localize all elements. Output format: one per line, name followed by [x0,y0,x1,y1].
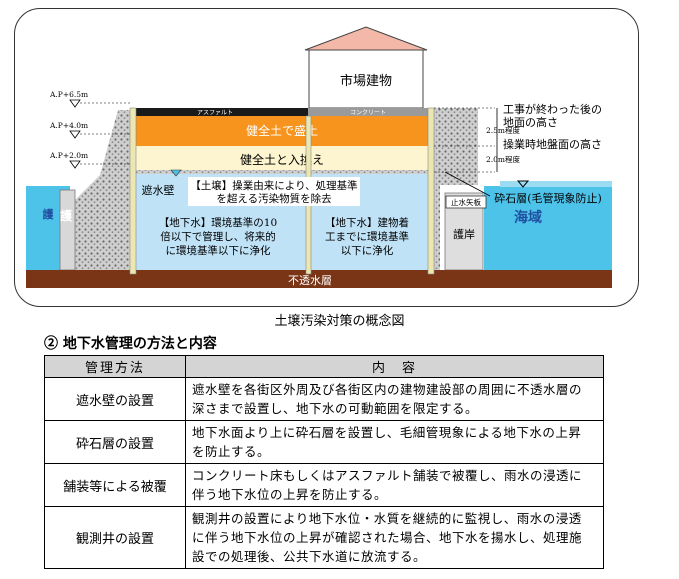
revetment-left-text: 護 [43,207,55,221]
gw-right-line-1: 【地下水】建物着 [325,216,409,229]
table-row: 遮水壁の設置 遮水壁を各街区外周及び各街区内の建物建設部の周囲に不透水層の 深さ… [44,377,604,421]
diagram-caption: 土壌汚染対策の概念図 [274,314,405,329]
management-table: 管理方法 内 容 遮水壁の設置 遮水壁を各街区外周及び各街区内の建物建設部の周囲… [44,355,604,569]
gw-left-line-3: に環境基準以下に浄化 [166,244,271,257]
sheet-pile-box [445,195,487,209]
method-cell: 遮水壁の設置 [44,377,186,421]
gravel-thin-layer [136,170,428,174]
gravel-layer-leader [444,171,491,197]
gw-left-line-2: 倍以下で管理し、将来的 [160,230,276,243]
sheet-pile-label: 止水矢板 [451,197,481,207]
asphalt-pavement [136,108,308,116]
content-line: 設での処理後、公共下水道に放流する。 [192,549,427,564]
groundwater-marker [170,169,182,177]
soil-note-line-2: を超える汚染物質を除去 [216,192,331,205]
header-method: 管理方法 [44,355,186,378]
gw-left-line-1: 【地下水】環境基準の10 [159,216,277,229]
content-line: を防止する。 [192,444,271,459]
sea-right [484,186,612,270]
content-cell: 地下水面より上に砕石層を設置し、毛細管現象による地下水の上昇 を防止する。 [185,420,604,464]
sea-level-marker [516,180,530,188]
sea-right-surface [500,181,612,187]
replaced-soil-layer [136,146,428,172]
ground-op-label: 操業時地盤面の高さ [503,137,602,151]
method-cell: 舗装等による被覆 [44,463,186,507]
sea-label: 海域 [514,209,542,226]
content-line: コンクリート床もしくはアスファルト舗装で被覆し、雨水の浸透に [192,468,583,483]
dim-20-label: 2.0m程度 [486,154,521,164]
gw-right-line-2: 工までに環境基準 [325,230,409,243]
impermeable-label: 不透水層 [288,274,332,287]
ap40-label: A.P+4.0m [49,121,88,130]
method-cell: 観測井の設置 [44,506,186,569]
content-line: 地下水面より上に砕石層を設置し、毛細管現象による地下水の上昇 [192,425,582,440]
ground-after-line-2: 地面の高さ [503,115,558,129]
ap20-label: A.P+2.0m [49,151,88,160]
healthy-fill-label: 健全土で盛土 [246,123,318,138]
table-header-row: 管理方法 内 容 [44,355,604,378]
building-label: 市場建物 [340,73,392,89]
content-cell: 遮水壁を各街区外周及び各街区内の建物建設部の周囲に不透水層の 深さまで設置し、地… [185,377,604,421]
healthy-replace-label: 健全土と入換え [240,152,324,167]
concrete-floor [308,108,428,116]
concrete-label: コンクリート [350,110,386,117]
building-roof [304,26,428,51]
ap65-label: A.P+6.5m [49,90,88,99]
ap20-marker [69,160,81,169]
fill-soil-layer [136,116,428,146]
soil-note-line-1: 【土壌】操業由来により、処理基準 [190,179,357,192]
table-row: 舗装等による被覆 コンクリート床もしくはアスファルト舗装で被覆し、雨水の浸透に … [44,463,604,507]
revetment-left [59,189,76,271]
method-cell: 砕石層の設置 [44,420,186,464]
waterproof-wall-label: 遮水壁 [142,183,175,197]
content-line: 遮水壁を各街区外周及び各街区内の建物建設部の周囲に不透水層の [192,382,583,397]
asphalt-label: アスファルト [197,110,233,117]
content-line: 伴う地下水位の上昇を防止する。 [192,487,388,502]
gw-right-line-3: 以下に浄化 [341,244,394,257]
ap40-marker [69,130,81,139]
impermeable-layer [26,270,612,288]
gravel-layer-label: 砕石層(毛管現象防止) [494,191,602,205]
waterproof-wall-left [129,107,137,275]
soil-note-box [188,177,360,206]
content-line: 観測井の設置により地下水位・水質を継続的に監視し、雨水の浸透 [192,511,582,526]
table-row: 砕石層の設置 地下水面より上に砕石層を設置し、毛細管現象による地下水の上昇 を防… [44,420,604,464]
content-line: 深さまで設置し、地下水の可動範囲を限定する。 [192,401,479,416]
dim-25-label: 2.5m程度 [486,125,521,135]
revetment-right-label: 護岸 [453,227,475,241]
table-row: 観測井の設置 観測井の設置により地下水位・水質を継続的に監視し、雨水の浸透 に伴… [44,506,604,569]
soil-contamination-diagram: 市場建物 護 護岸 健全土と入換え 健全土で盛土 アスファルト コンクリート [26,26,612,288]
content-cell: 観測井の設置により地下水位・水質を継続的に監視し、雨水の浸透 に伴う地下水位の上… [185,506,604,569]
ap65-marker [69,99,81,108]
building-body [308,49,424,109]
content-line: に伴う地下水位の上昇が確認された場合、地下水を揚水し、処理施 [192,530,583,545]
section-title: ② 地下水管理の方法と内容 [44,336,217,352]
left-gravel-slope [58,110,136,270]
ground-after-line-1: 工事が終わった後の [503,102,602,116]
revetment-left-label: 護 [60,208,73,223]
content-cell: コンクリート床もしくはアスファルト舗装で被覆し、雨水の浸透に 伴う地下水位の上昇… [185,463,604,507]
waterproof-wall-right [427,107,435,275]
header-content: 内 容 [185,355,604,378]
right-gravel-slope [428,108,478,270]
